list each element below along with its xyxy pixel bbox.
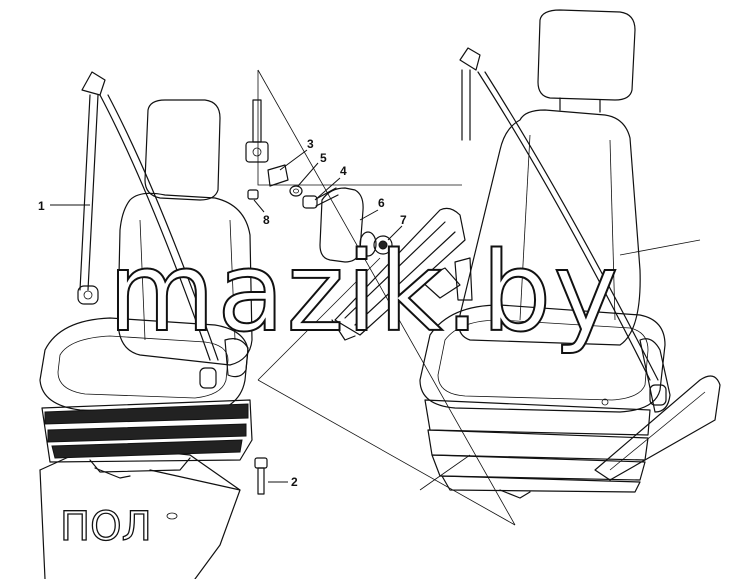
- callout-1: 1: [38, 199, 90, 213]
- callout-5-number: 5: [320, 151, 327, 165]
- part-rail-assembly: [331, 207, 473, 341]
- assembly-guide-lines: [257, 69, 701, 526]
- part-bolt-2: [254, 457, 268, 495]
- callout-8-number: 8: [263, 213, 270, 227]
- floor-platform: ПОЛ: [39, 444, 241, 579]
- callout-7-number: 7: [400, 213, 407, 227]
- callout-6-number: 6: [378, 196, 385, 210]
- callout-4: 4: [314, 164, 347, 201]
- callout-4-number: 4: [340, 164, 347, 178]
- seat-belt-right: [459, 47, 667, 406]
- part-4-screw: [302, 187, 339, 209]
- seat-right: [419, 9, 721, 499]
- part-5-washer: [289, 185, 303, 197]
- part-bracket-top: [245, 99, 269, 163]
- seat-left-suspension: [41, 399, 253, 479]
- callout-5: 5: [297, 151, 327, 187]
- callout-2-number: 2: [291, 475, 298, 489]
- callout-3-number: 3: [307, 137, 314, 151]
- callout-3: 3: [279, 137, 314, 171]
- watermark-text: mazik.by: [108, 228, 620, 356]
- seat-belt-left: [77, 71, 219, 361]
- callout-1-number: 1: [38, 199, 45, 213]
- part-7-knob: [359, 231, 393, 257]
- floor-marking-text: ПОЛ: [60, 504, 152, 550]
- part-6-cover: [319, 187, 364, 263]
- callout-2: 2: [268, 475, 298, 489]
- part-3-pad: [267, 164, 289, 187]
- seat-left: [39, 71, 253, 479]
- callout-6: 6: [359, 196, 385, 221]
- part-8-nut: [247, 189, 259, 200]
- callout-7: 7: [387, 213, 407, 241]
- callout-8: 8: [253, 199, 270, 227]
